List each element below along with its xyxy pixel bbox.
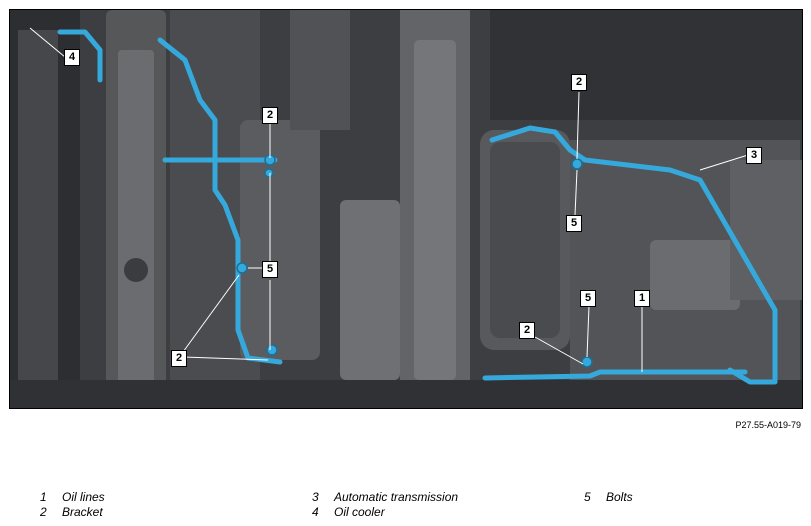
callout-2: 2 xyxy=(171,350,187,367)
legend-number: 2 xyxy=(40,505,47,519)
legend-label: Bracket xyxy=(62,505,103,519)
legend-number: 4 xyxy=(312,505,319,519)
bolt-middle-left xyxy=(236,262,248,274)
legend-label: Oil cooler xyxy=(334,505,385,519)
legend-item: 4 Oil cooler xyxy=(312,505,385,519)
legend-number: 1 xyxy=(40,490,47,504)
legend-item: 1 Oil lines xyxy=(40,490,105,504)
callout-2: 2 xyxy=(262,107,278,124)
callout-3: 3 xyxy=(746,147,762,164)
legend-number: 5 xyxy=(584,490,591,504)
callout-2: 2 xyxy=(519,322,535,339)
bottom-shadow xyxy=(10,380,802,408)
callout-1: 1 xyxy=(634,290,650,307)
technical-illustration: 4 2 2 3 5 5 5 1 2 2 xyxy=(9,9,803,409)
oil-pan-recess xyxy=(490,142,560,338)
legend-item: 2 Bracket xyxy=(40,505,103,519)
callout-5: 5 xyxy=(262,261,278,278)
frame-rail-center-inner xyxy=(414,40,456,380)
oil-line-right xyxy=(489,125,778,385)
radiator-fins xyxy=(18,30,58,400)
valve-body xyxy=(650,240,740,310)
starter-motor xyxy=(340,200,400,380)
callout-5: 5 xyxy=(580,290,596,307)
legend-item: 5 Bolts xyxy=(584,490,633,504)
bolt-lower-right xyxy=(581,356,593,368)
legend-label: Bolts xyxy=(606,490,633,504)
callout-4: 4 xyxy=(64,49,80,66)
oil-line-left xyxy=(157,37,283,365)
intake-duct xyxy=(290,10,350,130)
legend-label: Oil lines xyxy=(62,490,105,504)
bolt-upper-left xyxy=(264,168,274,178)
oil-line-cooler-upper xyxy=(57,29,103,83)
engine-cover xyxy=(240,120,320,360)
upper-engine-area xyxy=(490,10,802,120)
oil-line-lower xyxy=(482,369,748,381)
engine-bay-drawing xyxy=(10,10,802,408)
bracket-upper-right xyxy=(571,158,583,170)
bracket-lower-left xyxy=(266,344,278,356)
legend-number: 3 xyxy=(312,490,319,504)
oil-lines xyxy=(57,29,778,385)
callout-5: 5 xyxy=(566,215,582,232)
transmission-rear xyxy=(730,160,802,300)
reference-code: P27.55-A019-79 xyxy=(735,420,801,430)
legend-label: Automatic transmission xyxy=(334,490,459,504)
frame-rail-inner xyxy=(118,50,154,390)
legend-item: 3 Automatic transmission xyxy=(312,490,458,504)
callout-2: 2 xyxy=(571,74,587,91)
frame-hole xyxy=(124,258,148,282)
